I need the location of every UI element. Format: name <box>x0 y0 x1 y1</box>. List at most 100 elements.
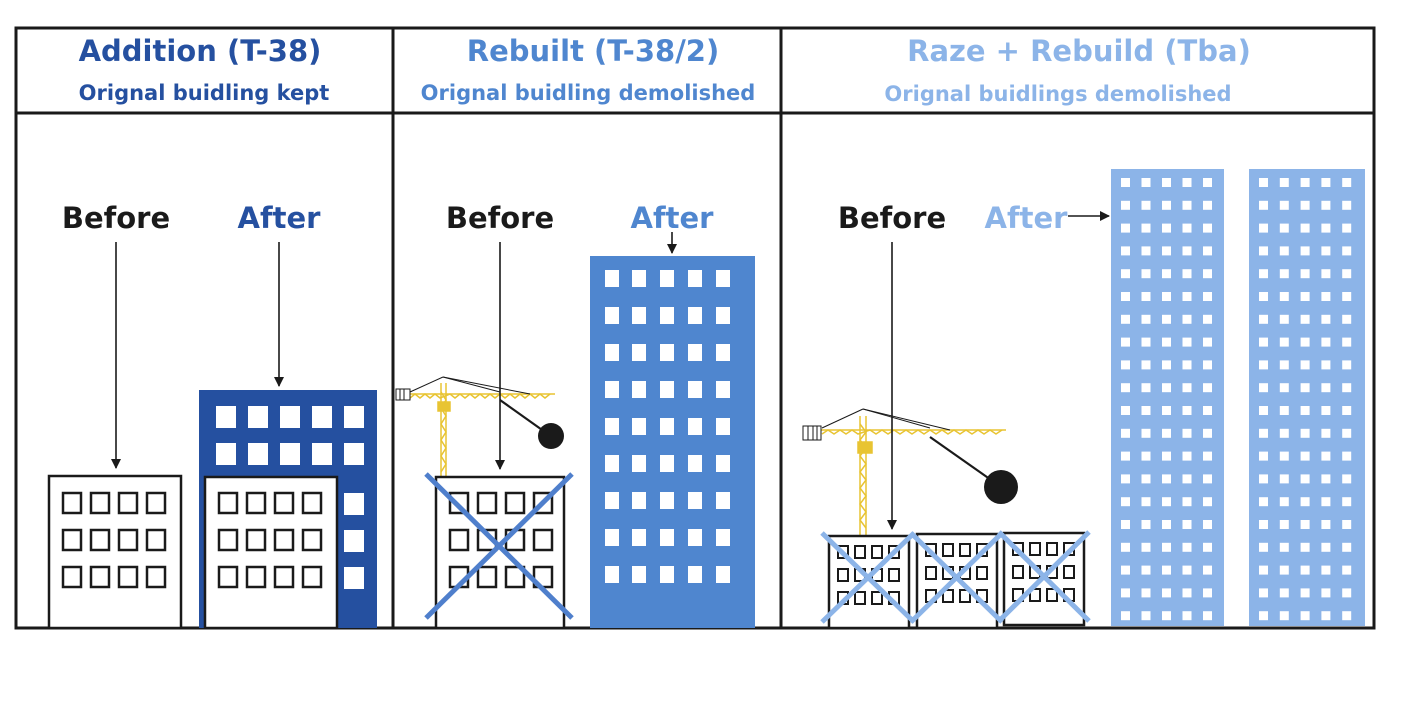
window <box>1259 223 1268 233</box>
window <box>1203 588 1212 598</box>
window <box>1203 428 1212 438</box>
window <box>1162 588 1171 598</box>
window <box>1121 246 1130 256</box>
window <box>1141 360 1151 370</box>
window <box>1300 565 1310 575</box>
window <box>1279 383 1289 393</box>
window <box>1182 497 1192 507</box>
window <box>1203 611 1212 621</box>
window <box>1203 565 1212 575</box>
panel-1-before-label: Before <box>62 201 170 235</box>
window <box>1121 383 1130 393</box>
window <box>1203 246 1212 256</box>
window <box>1203 200 1212 210</box>
window <box>1321 520 1331 529</box>
window <box>1121 474 1130 484</box>
window <box>1259 542 1268 552</box>
window <box>1203 451 1212 461</box>
window <box>1182 611 1192 621</box>
window <box>1162 542 1171 552</box>
window <box>1279 246 1289 256</box>
window <box>1162 520 1171 529</box>
window <box>1259 269 1268 279</box>
building-icon <box>590 256 755 628</box>
window <box>1342 406 1352 415</box>
window <box>1259 474 1268 484</box>
window <box>1321 406 1331 415</box>
window <box>1342 178 1352 187</box>
window <box>1162 178 1171 187</box>
window <box>1279 451 1289 461</box>
window <box>1342 451 1352 461</box>
window <box>1300 611 1310 621</box>
window <box>1203 383 1212 393</box>
window <box>1182 178 1192 187</box>
window <box>1300 337 1310 347</box>
panel-3-title: Raze + Rebuild (Tba) <box>907 34 1251 68</box>
window <box>1321 565 1331 575</box>
window <box>1300 474 1310 484</box>
window <box>1300 292 1310 301</box>
window <box>1321 451 1331 461</box>
window <box>1203 269 1212 279</box>
window <box>1141 542 1151 552</box>
window <box>1321 542 1331 552</box>
panel-2-title: Rebuilt (T-38/2) <box>467 34 719 68</box>
building-icon <box>1249 169 1365 626</box>
window <box>1279 269 1289 279</box>
window <box>1279 292 1289 301</box>
window <box>1259 428 1268 438</box>
window <box>1182 360 1192 370</box>
window <box>1279 178 1289 187</box>
window <box>1141 337 1151 347</box>
window <box>1162 292 1171 301</box>
window <box>1121 542 1130 552</box>
window <box>1162 611 1171 621</box>
window <box>1259 451 1268 461</box>
window <box>1141 223 1151 233</box>
window <box>1321 200 1331 210</box>
window <box>1300 200 1310 210</box>
window <box>1182 314 1192 324</box>
window <box>1162 314 1171 324</box>
window <box>1279 223 1289 233</box>
window <box>1259 337 1268 347</box>
window <box>1342 588 1352 598</box>
window <box>1342 269 1352 279</box>
window <box>1121 406 1130 415</box>
panel-2-before-label: Before <box>446 201 554 235</box>
window <box>1279 428 1289 438</box>
window <box>1182 246 1192 256</box>
window <box>1342 383 1352 393</box>
window <box>1321 588 1331 598</box>
window <box>1121 360 1130 370</box>
window <box>1182 292 1192 301</box>
window <box>1162 565 1171 575</box>
wrecking-ball-icon <box>499 399 564 449</box>
window <box>1121 269 1130 279</box>
window <box>1203 474 1212 484</box>
window <box>1203 314 1212 324</box>
window <box>1121 178 1130 187</box>
window <box>1279 542 1289 552</box>
window <box>1342 200 1352 210</box>
window <box>1121 337 1130 347</box>
window <box>1279 337 1289 347</box>
window <box>1203 542 1212 552</box>
window <box>1203 337 1212 347</box>
window <box>1259 360 1268 370</box>
window <box>1203 406 1212 415</box>
window <box>1141 611 1151 621</box>
panel-1-title: Addition (T-38) <box>79 34 322 68</box>
window <box>1162 451 1171 461</box>
window <box>1321 269 1331 279</box>
window <box>1342 223 1352 233</box>
window <box>1300 178 1310 187</box>
window <box>1182 383 1192 393</box>
window <box>1259 520 1268 529</box>
window <box>1182 451 1192 461</box>
window <box>1300 542 1310 552</box>
window <box>1121 588 1130 598</box>
window <box>1121 314 1130 324</box>
